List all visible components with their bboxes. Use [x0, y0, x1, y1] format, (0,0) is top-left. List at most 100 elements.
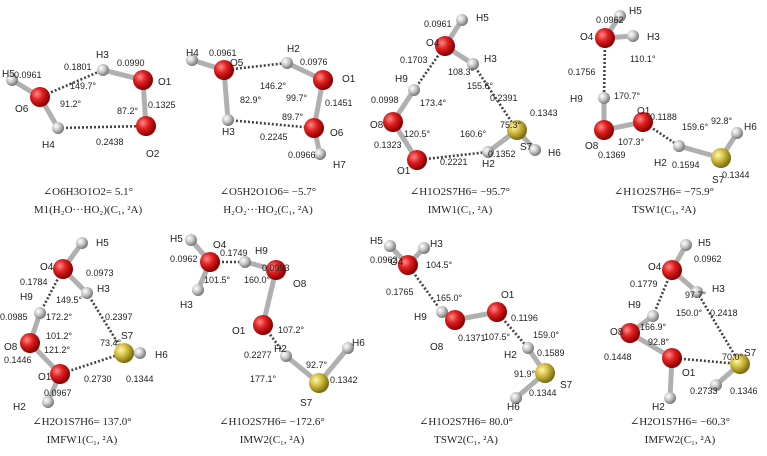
atom-label: O8	[430, 342, 444, 353]
oxygen-atom-icon	[304, 118, 324, 138]
hydrogen-atom-icon	[647, 310, 659, 322]
atom-label: S7	[121, 331, 134, 342]
atom-label: O8	[370, 120, 384, 131]
atom-label: H2	[652, 402, 665, 413]
hydrogen-atom-icon	[239, 256, 251, 268]
geometry-value: 101.2°	[46, 331, 73, 341]
atom-label: H5	[370, 236, 383, 247]
geometry-value: 166.9°	[640, 322, 667, 332]
geometry-value: 177.1°	[250, 374, 277, 384]
atom-label: H5	[170, 234, 183, 245]
geometry-value: 159.6°	[682, 122, 709, 132]
geometry-value: 159.0°	[533, 330, 560, 340]
hydrogen-atom-icon	[598, 92, 610, 104]
geometry-value: 99.7°	[286, 93, 308, 103]
atom-label: H5	[476, 13, 489, 24]
hydrogen-bond	[695, 291, 742, 365]
atom-label: S7	[300, 398, 313, 409]
sulfur-atom-icon	[711, 148, 731, 168]
geometry-value: 73.4°	[100, 338, 122, 348]
sulfur-atom-icon	[507, 120, 527, 140]
hydrogen-atom-icon	[42, 396, 54, 408]
geometry-value: 107.2°	[278, 325, 305, 335]
atom-label: S7	[712, 175, 725, 186]
dihedral-angle: ∠H1O2S7H6= −172.6°	[219, 416, 324, 428]
hydrogen-bond	[39, 68, 104, 99]
geometry-value: 0.1344	[529, 388, 557, 398]
geometry-value: 0.0962	[370, 255, 398, 265]
geometry-value: 0.2438	[96, 137, 124, 147]
geometry-value: 0.2730	[84, 374, 112, 384]
atom-label: H4	[186, 48, 199, 59]
geometry-value: 173.4°	[420, 98, 447, 108]
structure-label: IMFW2(C₁, ²A)	[645, 434, 716, 446]
hydrogen-bond	[223, 61, 288, 72]
geometry-value: 165.0°	[436, 293, 463, 303]
hydrogen-atom-icon	[522, 342, 534, 354]
hydrogen-atom-icon	[418, 242, 430, 254]
oxygen-atom-icon	[266, 260, 286, 280]
atom-label: O1	[38, 372, 52, 383]
oxygen-atom-icon	[383, 112, 403, 132]
sulfur-atom-icon	[114, 343, 134, 363]
geometry-value: 0.1749	[220, 248, 248, 258]
geometry-value: 0.1352	[488, 149, 516, 159]
geometry-value: 75.3°	[500, 120, 522, 130]
hydrogen-atom-icon	[680, 239, 692, 251]
geometry-value: 0.0961	[424, 19, 452, 29]
geometry-value: 0.1703	[400, 55, 428, 65]
geometry-value: 0.1756	[568, 67, 596, 77]
atom-label: H2	[287, 44, 300, 55]
geometry-value: 160.6°	[460, 129, 487, 139]
geometry-value: 0.1589	[537, 348, 565, 358]
atom-label: O4	[426, 38, 440, 49]
atom-label: H2	[274, 344, 287, 355]
atom-label: H5	[629, 6, 642, 17]
atom-label: O1	[158, 77, 172, 88]
oxygen-atom-icon	[435, 36, 455, 56]
structure-label: TSW1(C₁, ²A)	[632, 204, 696, 216]
oxygen-atom-icon	[620, 323, 640, 343]
hydrogen-atom-icon	[76, 237, 88, 249]
dihedral-angle: ∠H1O2S7H6= 80.0°	[419, 416, 513, 428]
geometry-value: 120.5°	[404, 129, 431, 139]
atom-label: S7	[744, 348, 757, 359]
geometry-value: 0.1451	[325, 98, 353, 108]
geometry-value: 0.2397	[105, 312, 133, 322]
geometry-value: 150.0°	[676, 308, 703, 318]
atom-label: O8	[585, 141, 599, 152]
geometry-value: 0.2245	[260, 132, 288, 142]
geometry-value: 92.8°	[648, 337, 670, 347]
geometry-value: 155.6°	[467, 81, 494, 91]
geometry-value: 107.3°	[618, 137, 645, 147]
geometry-value: 0.0966	[288, 150, 316, 160]
atom-label: H9	[255, 246, 268, 257]
geometry-value: 0.1446	[4, 355, 32, 365]
geometry-value: 0.1784	[20, 277, 48, 287]
geometry-value: 0.0961	[14, 70, 42, 80]
hydrogen-atom-icon	[34, 307, 46, 319]
hydrogen-atom-icon	[408, 84, 420, 96]
hydrogen-atom-icon	[281, 57, 293, 69]
geometry-value: 0.1344	[722, 170, 750, 180]
geometry-value: 0.0973	[86, 268, 114, 278]
geometry-value: 104.5°	[426, 260, 453, 270]
atom-label: H6	[744, 122, 757, 133]
structure-label: TSW2(C₁, ²A)	[434, 434, 498, 446]
atom-label: H2	[13, 402, 26, 413]
hydrogen-atom-icon	[186, 54, 198, 66]
hydrogen-atom-icon	[529, 144, 541, 156]
geometry-value: 0.1343	[530, 108, 558, 118]
geometry-value: 0.2221	[440, 157, 468, 167]
atom-label: H9	[628, 300, 641, 311]
geometry-value: 0.1188	[650, 112, 677, 122]
geometry-value: 0.1342	[330, 375, 358, 385]
oxygen-atom-icon	[313, 70, 333, 90]
oxygen-atom-icon	[133, 70, 153, 90]
hydrogen-bond	[59, 351, 125, 376]
geometry-value: 0.2277	[244, 350, 272, 360]
hydrogen-atom-icon	[691, 286, 703, 298]
geometry-value: 91.2°	[60, 99, 82, 109]
hydrogen-atom-icon	[185, 234, 197, 246]
oxygen-atom-icon	[20, 333, 40, 353]
